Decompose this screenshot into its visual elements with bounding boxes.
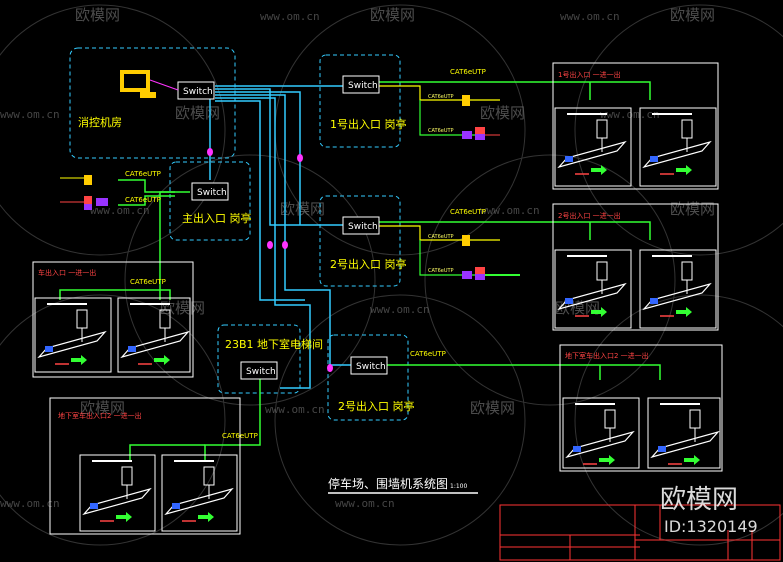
lane-frame-right-top xyxy=(552,62,719,190)
entrance2b-label: 2号出入口 岗亭 xyxy=(338,399,415,413)
svg-text:1:100: 1:100 xyxy=(450,483,467,490)
barrier-gate-icon xyxy=(164,460,234,522)
lane-labels: 1号出入口 一进一出 2号出入口 一进一出 地下室车出入口2 一进一出 车出入口… xyxy=(38,70,649,420)
svg-text:Switch: Switch xyxy=(246,367,276,377)
wm-brand: 欧模网 xyxy=(280,200,325,218)
watermark-text: 欧模网 欧模网 欧模网 www.om.cn www.om.cn 欧模网 欧模网 … xyxy=(0,6,715,510)
svg-text:CAT6eUTP: CAT6eUTP xyxy=(428,128,454,134)
barrier-gate-icon xyxy=(37,303,107,365)
barrier-gate-icon xyxy=(557,255,627,317)
wm-brand: 欧模网 xyxy=(670,200,715,218)
wm-brand: 欧模网 xyxy=(370,6,415,24)
main-entrance-devices xyxy=(60,175,108,210)
lane-frame-right-bottom xyxy=(559,344,723,472)
switches: Switch Switch Switch Switch Switch Switc… xyxy=(177,75,388,380)
entrance2b-zone xyxy=(327,334,409,421)
barrier-gate-icon xyxy=(642,255,712,317)
wm-brand: 欧模网 xyxy=(470,399,515,417)
wm-url: www.om.cn xyxy=(560,10,620,23)
entrance1-zone xyxy=(319,54,401,148)
computer-icon xyxy=(120,70,179,98)
svg-text:CAT6eUTP: CAT6eUTP xyxy=(410,350,446,358)
barrier-gate-icon xyxy=(650,403,720,465)
wm-url: www.om.cn xyxy=(265,403,325,416)
barrier-gate-icon xyxy=(120,303,190,365)
control-room-label: 消控机房 xyxy=(78,115,122,129)
device-branches xyxy=(378,85,500,276)
entrance2-label: 2号出入口 岗亭 xyxy=(330,257,407,271)
entrance2-zone xyxy=(319,195,401,287)
wm-url: www.om.cn xyxy=(260,10,320,23)
green-cables xyxy=(59,81,661,460)
barrier-gate-icon xyxy=(642,113,712,175)
svg-text:停车场、围墙机系统图: 停车场、围墙机系统图 xyxy=(328,476,448,491)
switch-control-room: Switch xyxy=(177,81,215,100)
switch-entrance2: Switch xyxy=(342,216,380,235)
barrier-gate-icon xyxy=(82,460,152,522)
switch-entrance2b: Switch xyxy=(350,356,388,375)
svg-text:CAT6eUTP: CAT6eUTP xyxy=(450,68,486,76)
basement-label: 23B1 地下室电梯间 xyxy=(225,337,323,351)
switch-entrance1: Switch xyxy=(342,75,380,94)
svg-text:Switch: Switch xyxy=(356,362,386,372)
wm-url: www.om.cn xyxy=(0,497,60,510)
lane-frame-right-mid xyxy=(552,203,719,331)
svg-text:CAT6eUTP: CAT6eUTP xyxy=(428,268,454,274)
svg-text:ID:1320149: ID:1320149 xyxy=(664,517,758,536)
wm-url: www.om.cn xyxy=(480,204,540,217)
zone-labels: 消控机房 主出入口 岗亭 1号出入口 岗亭 2号出入口 岗亭 23B1 地下室电… xyxy=(78,115,415,413)
main-entrance-label: 主出入口 岗亭 xyxy=(182,211,252,225)
main-entrance-zone xyxy=(169,161,251,241)
svg-text:CAT6eUTP: CAT6eUTP xyxy=(130,278,166,286)
entrance1-label: 1号出入口 岗亭 xyxy=(330,117,407,131)
svg-text:欧模网: 欧模网 xyxy=(660,485,738,515)
corner-watermark: 欧模网 ID:1320149 xyxy=(660,485,758,536)
entrance-devices xyxy=(462,95,520,280)
svg-text:Switch: Switch xyxy=(197,188,227,198)
wm-url: www.om.cn xyxy=(90,204,150,217)
wm-brand: 欧模网 xyxy=(160,299,205,317)
barrier-gate-icon xyxy=(557,113,627,175)
svg-text:Switch: Switch xyxy=(348,222,378,232)
wm-url: www.om.cn xyxy=(370,303,430,316)
basement-zone xyxy=(217,324,301,394)
wm-brand: 欧模网 xyxy=(670,6,715,24)
svg-text:1号出入口 一进一出: 1号出入口 一进一出 xyxy=(558,70,621,79)
svg-text:CAT6eUTP: CAT6eUTP xyxy=(450,208,486,216)
switch-main-entrance: Switch xyxy=(191,182,229,201)
title-block xyxy=(499,504,781,561)
svg-text:CAT6eUTP: CAT6eUTP xyxy=(428,94,454,100)
lane-frame-left-mid xyxy=(32,261,194,378)
cable-labels: CAT6eUTP CAT6eUTP CAT6eUTP CAT6eUTP CAT6… xyxy=(125,68,486,440)
wm-brand: 欧模网 xyxy=(80,399,125,417)
wm-brand: 欧模网 xyxy=(175,104,220,122)
svg-text:Switch: Switch xyxy=(183,87,213,97)
svg-text:车出入口 一进一出: 车出入口 一进一出 xyxy=(38,268,96,277)
svg-text:2号出入口 一进一出: 2号出入口 一进一出 xyxy=(558,211,621,220)
wm-brand: 欧模网 xyxy=(75,6,120,24)
barrier-gate-icon xyxy=(565,403,635,465)
barrier-gates xyxy=(37,113,720,522)
wm-url: www.om.cn xyxy=(335,497,395,510)
svg-text:Switch: Switch xyxy=(348,81,378,91)
svg-text:地下室车出入口2 一进一出: 地下室车出入口2 一进一出 xyxy=(58,411,142,420)
svg-text:CAT6eUTP: CAT6eUTP xyxy=(125,196,161,204)
lane-frames xyxy=(32,62,723,535)
svg-text:地下室车出入口2 一进一出: 地下室车出入口2 一进一出 xyxy=(565,351,649,360)
wm-url: www.om.cn xyxy=(0,108,60,121)
junction-dots xyxy=(207,148,333,372)
svg-text:CAT6eUTP: CAT6eUTP xyxy=(428,234,454,240)
trunk-cables xyxy=(209,85,351,389)
lane-frame-left-bottom xyxy=(49,397,241,535)
diagram-title: 停车场、围墙机系统图 1:100 xyxy=(328,476,478,494)
switch-basement: Switch xyxy=(240,361,278,380)
wm-url: www.om.cn xyxy=(600,108,660,121)
wm-brand: 欧模网 xyxy=(480,104,525,122)
control-room-zone xyxy=(69,47,236,159)
svg-text:CAT6eUTP: CAT6eUTP xyxy=(125,170,161,178)
zone-boxes xyxy=(69,47,409,421)
